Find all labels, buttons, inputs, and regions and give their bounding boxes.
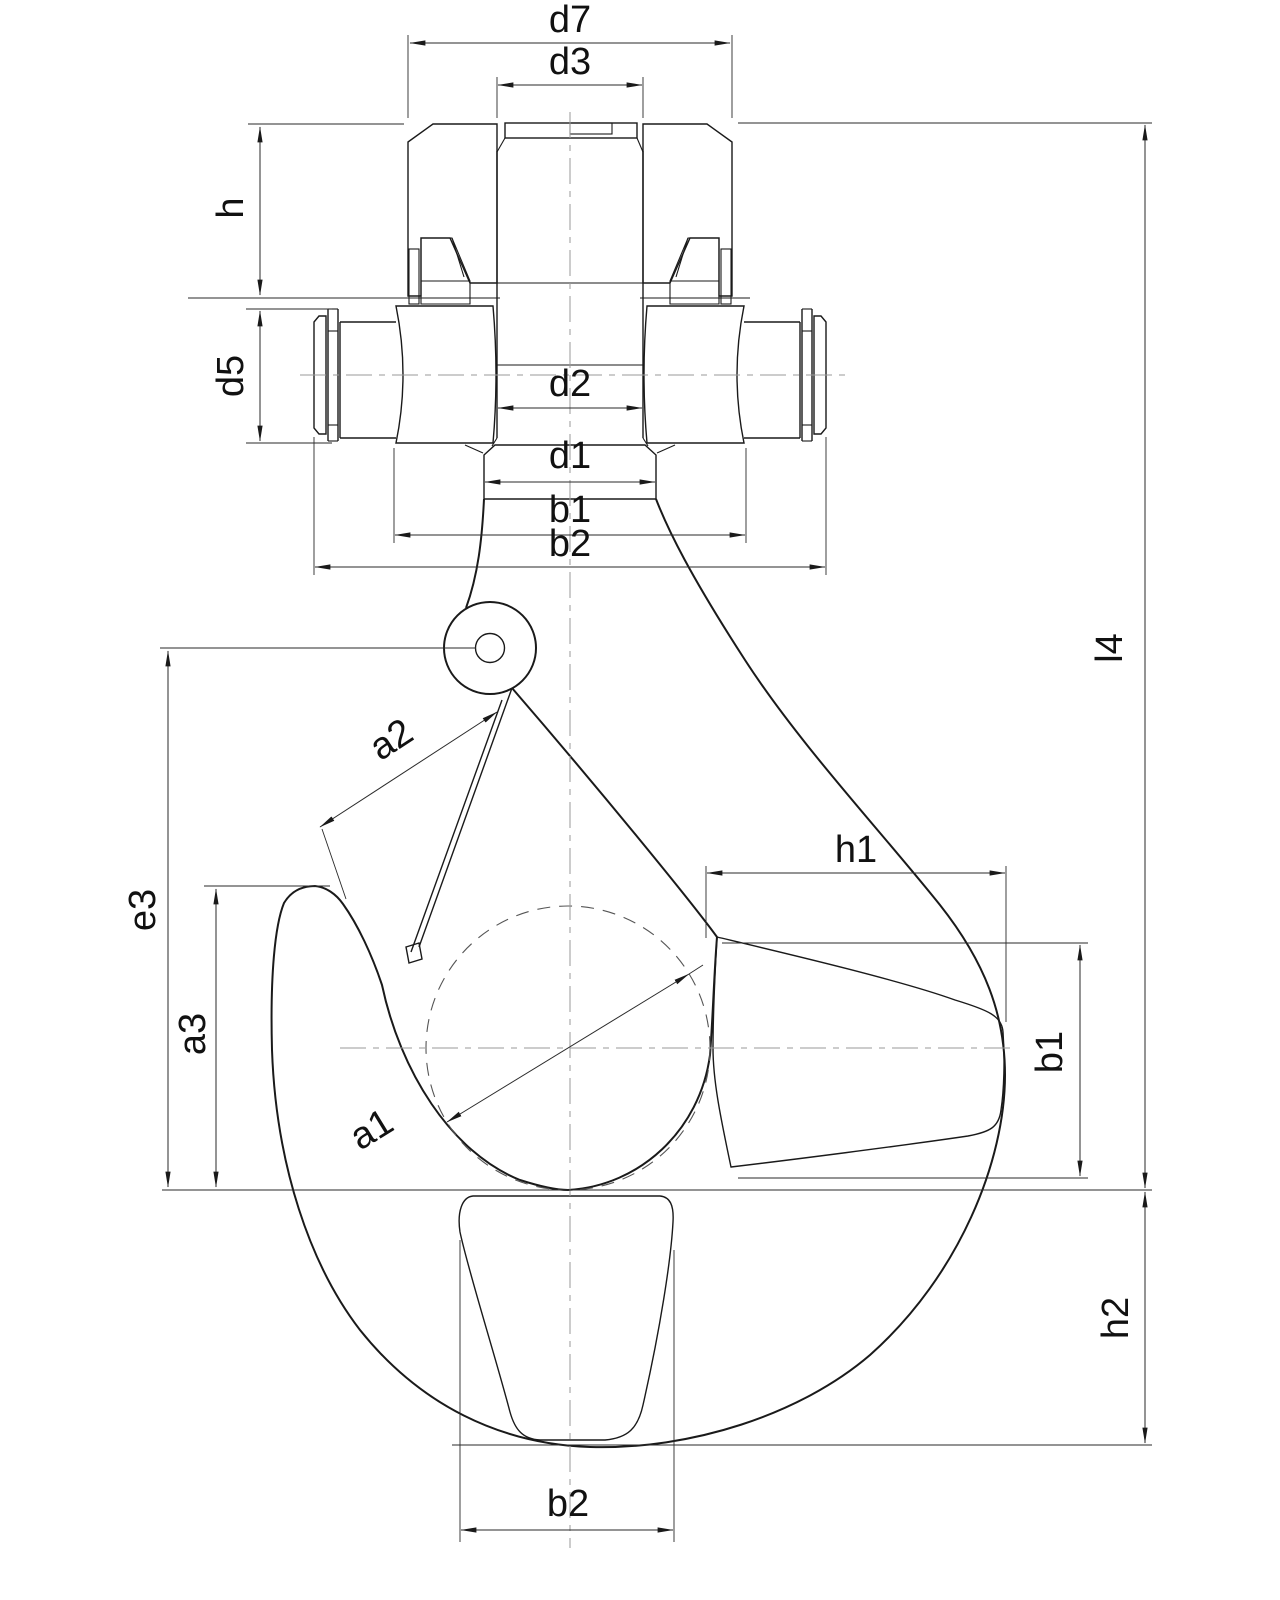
dim-label-a2: a2	[362, 711, 420, 769]
dim-label-b2-top: b2	[549, 523, 591, 565]
dim-label-d3: d3	[549, 41, 591, 83]
dim-label-h1: h1	[835, 829, 877, 871]
dim-label-h: h	[210, 197, 252, 218]
dim-label-d5: d5	[210, 355, 252, 397]
eye-connector	[465, 498, 485, 609]
bearing-right	[669, 237, 732, 305]
hub-left-half	[395, 305, 497, 444]
dim-a2	[319, 711, 498, 828]
dim-label-b1-top: b1	[549, 489, 591, 531]
top-cap	[496, 122, 644, 153]
dim-label-l4: l4	[1089, 633, 1131, 663]
dim-label-d7: d7	[549, 0, 591, 41]
dim-label-a3: a3	[172, 1013, 214, 1055]
cross-section-bottom	[458, 1195, 674, 1441]
centerlines	[300, 112, 1012, 1548]
bearing-left	[408, 237, 471, 305]
trunnion-left	[313, 308, 396, 442]
nut-right-half	[642, 123, 733, 297]
dim-label-b1-section: b1	[1029, 1031, 1071, 1073]
safety-latch	[405, 687, 513, 964]
cross-section-side	[712, 936, 1005, 1168]
nut-left-half	[407, 123, 498, 297]
dim-label-h2: h2	[1095, 1297, 1137, 1339]
dimension-lines	[160, 35, 1152, 1542]
dim-label-e3: e3	[122, 889, 164, 931]
pin-hole	[474, 632, 506, 664]
dim-label-d2: d2	[549, 363, 591, 405]
trunnion-right	[744, 308, 827, 442]
dim-label-b2-bottom: b2	[547, 1483, 589, 1525]
hook-view	[270, 498, 1007, 1449]
collar-chamfer-left	[464, 444, 484, 454]
hub-right-half	[643, 305, 745, 444]
dim-label-d1: d1	[549, 435, 591, 477]
dimension-labels: d7 d3 h d5 d2 d1 b1 b2 l4 e3 a3 a2 a1 h1…	[122, 0, 1137, 1525]
collar-chamfer-right	[656, 444, 676, 454]
dim-label-a1: a1	[343, 1101, 401, 1159]
hook-profile	[270, 498, 1007, 1449]
dim-a1	[446, 973, 690, 1123]
